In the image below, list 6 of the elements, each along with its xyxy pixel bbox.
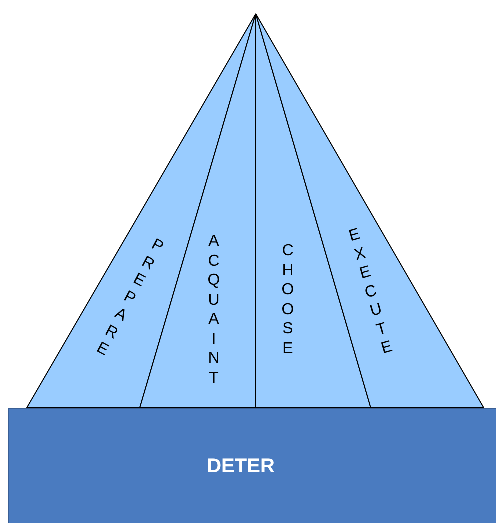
base-block xyxy=(8,408,496,523)
vertical-label: CHOOSE xyxy=(281,242,295,358)
vertical-label: EXECUTE xyxy=(346,224,396,360)
vertical-label: ACQUAINT xyxy=(207,232,221,388)
vertical-label: PREPARE xyxy=(92,235,168,362)
base-label: DETER xyxy=(207,456,275,478)
